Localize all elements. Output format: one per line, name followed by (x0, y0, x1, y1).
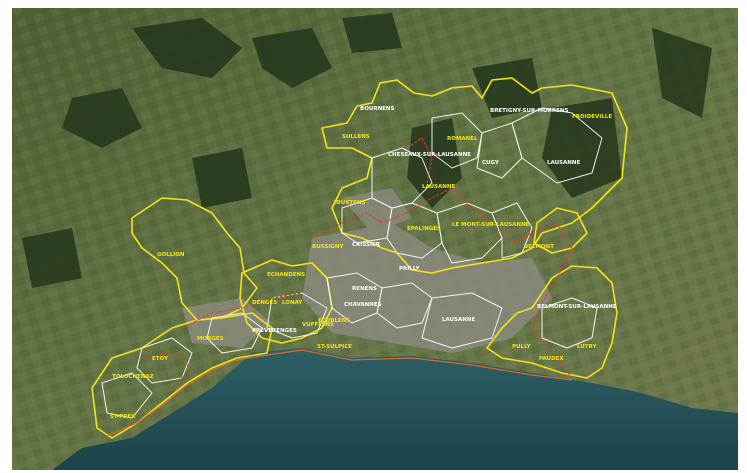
label-epalinges: EPALINGES (407, 226, 441, 232)
label-preverenges: PREVERENGES (252, 328, 297, 334)
label-jouxtens: JOUXTENS (333, 200, 366, 206)
label-gollion: GOLLION (157, 252, 185, 258)
label-lemont: LE MONT-SUR-LAUSANNE (452, 222, 530, 228)
label-sullens: SULLENS (342, 134, 370, 140)
label-renens: RENENS (352, 286, 377, 292)
label-lonay: LONAY (282, 300, 303, 306)
label-cugy: CUGY (482, 160, 500, 166)
shoreline (106, 349, 573, 437)
label-vufflens: VUFFLENS (302, 322, 334, 328)
label-paudex: PAUDEX (539, 356, 564, 362)
urban-zone-lines (141, 137, 573, 389)
label-cheseaux: CHESEAUX-SUR-LAUSANNE (388, 152, 471, 158)
label-bournens: BOURNENS (360, 106, 395, 112)
label-froideville: FROIDEVILLE (572, 114, 612, 120)
label-lausanne-north: LAUSANNE (422, 184, 455, 190)
label-echandens: ECHANDENS (267, 272, 305, 278)
label-ecublens: ECUBLENS (318, 318, 350, 324)
label-bussigny: BUSSIGNY (312, 244, 344, 250)
label-bretigny: BRETIGNY-SUR-MORRENS (490, 108, 568, 114)
label-crissier: CRISSIER (352, 242, 381, 248)
label-lausanne-ne: LAUSANNE (547, 160, 580, 166)
place-labels: BOURNENS SULLENS CHESEAUX-SUR-LAUSANNE R… (110, 106, 617, 420)
lake-geneva (52, 348, 738, 470)
urban-areas (182, 188, 552, 353)
aerial-map[interactable]: BOURNENS SULLENS CHESEAUX-SUR-LAUSANNE R… (12, 8, 738, 470)
forest-patches (22, 13, 712, 288)
label-denges: DENGES (252, 300, 277, 306)
label-lausanne-city: LAUSANNE (442, 317, 475, 323)
label-prilly: PRILLY (399, 266, 420, 272)
label-pully: PULLY (512, 344, 532, 350)
label-tolochenaz: TOLOCHENAZ (112, 374, 154, 380)
region-boundaries (91, 77, 628, 439)
label-belmont-se: BELMONT-SUR-LAUSANNE (537, 304, 617, 310)
label-belmont: BELMONT (524, 244, 554, 250)
label-etoy: ETOY (152, 356, 169, 362)
label-romanel: ROMANEL (447, 136, 478, 142)
label-chavannes: CHAVANNES (344, 302, 382, 308)
label-stsulpice: ST-SULPICE (317, 344, 352, 350)
label-st-prex: ST-PREX (110, 414, 136, 420)
label-morges: MORGES (197, 336, 224, 342)
label-lutry: LUTRY (577, 344, 597, 350)
